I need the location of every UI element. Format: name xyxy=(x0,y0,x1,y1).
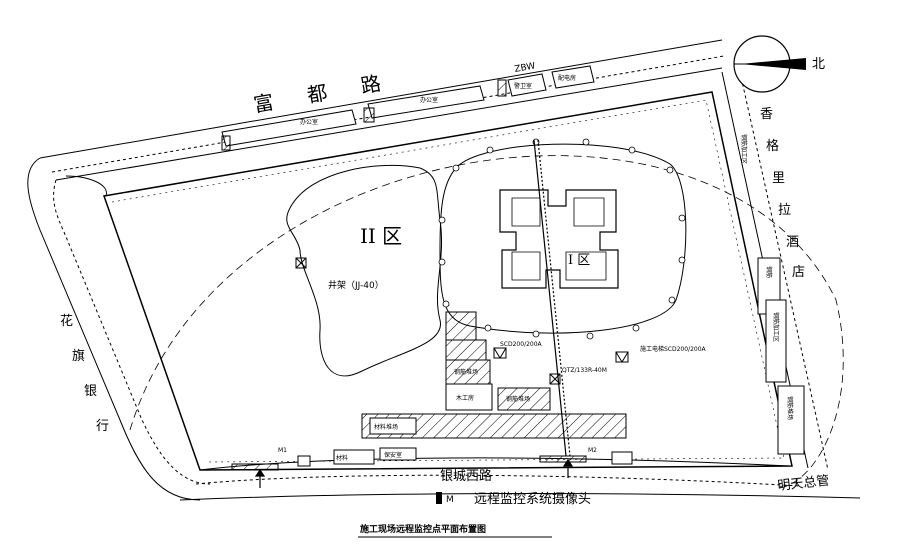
east-col-label-1: 钢筋加工区 xyxy=(740,134,748,164)
southeast-road-name: 明天总管 xyxy=(777,474,830,494)
east-sheds xyxy=(757,257,805,455)
central-blocks xyxy=(361,311,627,439)
center-block-label-2: 木工房 xyxy=(456,394,474,402)
east-road-char-4: 拉 xyxy=(778,203,791,218)
east-road-char-5: 酒 xyxy=(786,235,799,250)
zone1-posts xyxy=(438,138,686,340)
north-shed-label-4: 配电房 xyxy=(558,74,576,82)
east-road-char-6: 店 xyxy=(792,265,805,280)
east-col-label-2: 钢筋 xyxy=(765,266,773,278)
entry-arrow-icon-2 xyxy=(562,458,574,478)
south-gates xyxy=(231,447,633,471)
well-marker xyxy=(295,257,307,269)
crane-center-label: SCD200/200A xyxy=(500,341,543,348)
entry-arrow-icon-1 xyxy=(254,468,266,488)
zone2-boundary xyxy=(286,164,443,377)
north-shed-label-2: 办公室 xyxy=(420,96,438,104)
crane-mid-label: QTZ/133R-40M xyxy=(562,367,607,374)
site-boundary xyxy=(102,91,793,471)
east-road-char-1: 香 xyxy=(760,107,773,122)
east-road-char-2: 格 xyxy=(766,138,779,154)
west-road-char-4: 行 xyxy=(96,419,109,434)
gate-2-label: M2 xyxy=(588,447,597,454)
crane-east-label: SCD200/200A xyxy=(664,346,707,353)
bottom-block-label: 材料堆场 xyxy=(374,423,398,431)
west-road-name: 花 旗 银 行 xyxy=(60,313,109,434)
north-road-tag: ZBW xyxy=(514,61,536,74)
camera-marker-center xyxy=(493,347,507,359)
south-road-name: 银城西路 xyxy=(440,468,492,484)
north-shed-label-3: 警卫室 xyxy=(514,82,532,90)
center-block-label-3: 钢筋堆场 xyxy=(506,395,530,403)
center-block-label-1: 钢筋堆场 xyxy=(454,368,478,376)
west-road xyxy=(27,157,211,501)
north-sheds xyxy=(221,65,595,151)
west-road-char-2: 旗 xyxy=(72,348,85,364)
south-misc-label-1: 材料 xyxy=(336,454,348,462)
well-label: 井架（JJ-40） xyxy=(328,279,384,291)
west-road-char-1: 花 xyxy=(60,313,73,329)
legend-camera-icon xyxy=(436,492,442,504)
gate-1-label: M1 xyxy=(278,447,287,454)
north-arrow-label: 北 xyxy=(812,57,825,72)
legend-symbol: M xyxy=(446,495,454,505)
east-col-label-4: 钢筋堆场 xyxy=(786,396,794,420)
north-arrow-icon xyxy=(733,35,806,93)
tower-footprint xyxy=(499,189,619,289)
south-misc-label-2: 保安室 xyxy=(384,451,402,459)
legend-text: 远程监控系统摄像头 xyxy=(474,492,591,507)
north-shed-label-1: 办公室 xyxy=(300,118,318,126)
zone1-boundary xyxy=(439,143,687,334)
west-road-char-3: 银 xyxy=(84,384,97,399)
crane-boom xyxy=(533,139,571,457)
east-road-char-3: 里 xyxy=(772,171,785,186)
zone1-label: I 区 xyxy=(568,253,590,268)
crane-reach-circle xyxy=(129,155,844,489)
site-boundary-inner xyxy=(111,99,785,463)
east-road-name: 香 格 里 拉 酒 店 xyxy=(760,107,805,280)
north-road xyxy=(39,39,725,181)
crane-east-prefix: 施工电梯 xyxy=(640,345,664,353)
crane-marker xyxy=(549,373,561,385)
east-col-label-3: 钢筋加工区 xyxy=(772,312,780,342)
zone2-label: II 区 xyxy=(360,224,402,248)
camera-marker-east xyxy=(615,351,629,363)
plan-title: 施工现场远程监控点平面布置图 xyxy=(360,523,486,535)
